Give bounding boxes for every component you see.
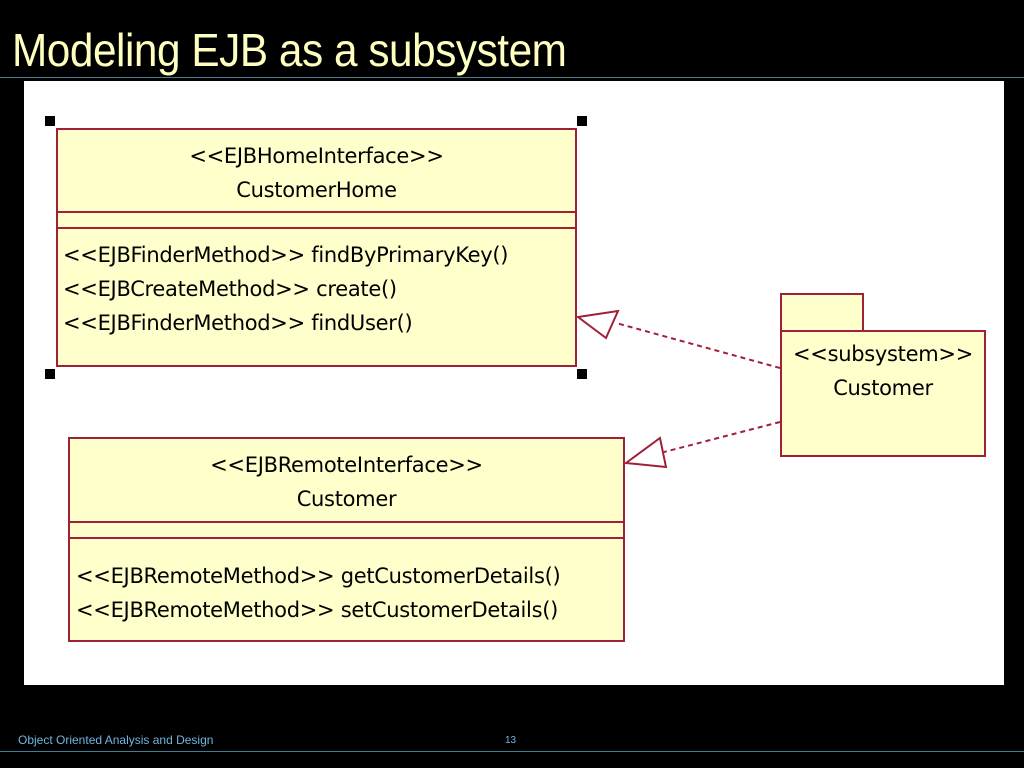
operation: <<EJBCreateMethod>> create() (63, 277, 397, 301)
package-subsystem-customer[interactable]: <<subsystem>> Customer (780, 330, 986, 457)
selection-handle-bottom-left[interactable] (45, 369, 55, 379)
selection-handle-top-right[interactable] (577, 116, 587, 126)
selection-handle-bottom-right[interactable] (577, 369, 587, 379)
operations-compartment: <<EJBFinderMethod>> findByPrimaryKey() <… (58, 229, 575, 340)
operation: <<EJBFinderMethod>> findUser() (63, 311, 413, 335)
attributes-compartment (70, 523, 623, 539)
slide-title: Modeling EJB as a subsystem (12, 24, 567, 76)
attributes-compartment (58, 213, 575, 229)
footer-divider (0, 751, 1024, 752)
class-name: CustomerHome (236, 178, 397, 202)
operation: <<EJBFinderMethod>> findByPrimaryKey() (63, 243, 509, 267)
selection-handle-top-left[interactable] (45, 116, 55, 126)
class-stereotype: <<EJBRemoteInterface>> (210, 453, 483, 477)
class-header: <<EJBRemoteInterface>> Customer (70, 439, 623, 523)
operation: <<EJBRemoteMethod>> getCustomerDetails() (76, 564, 561, 588)
package-stereotype: <<subsystem>> (793, 342, 973, 366)
class-name: Customer (296, 487, 397, 511)
title-divider (0, 77, 1024, 78)
page-number: 13 (505, 735, 517, 746)
operations-compartment: <<EJBRemoteMethod>> getCustomerDetails()… (70, 539, 623, 627)
class-customer-home[interactable]: <<EJBHomeInterface>> CustomerHome <<EJBF… (56, 128, 577, 367)
operation: <<EJBRemoteMethod>> setCustomerDetails() (76, 598, 559, 622)
package-name: Customer (833, 376, 933, 400)
footer-course-title: Object Oriented Analysis and Design (18, 733, 214, 747)
class-customer-remote[interactable]: <<EJBRemoteInterface>> Customer <<EJBRem… (68, 437, 625, 642)
package-tab (780, 293, 864, 332)
class-stereotype: <<EJBHomeInterface>> (189, 144, 444, 168)
class-header: <<EJBHomeInterface>> CustomerHome (58, 130, 575, 213)
